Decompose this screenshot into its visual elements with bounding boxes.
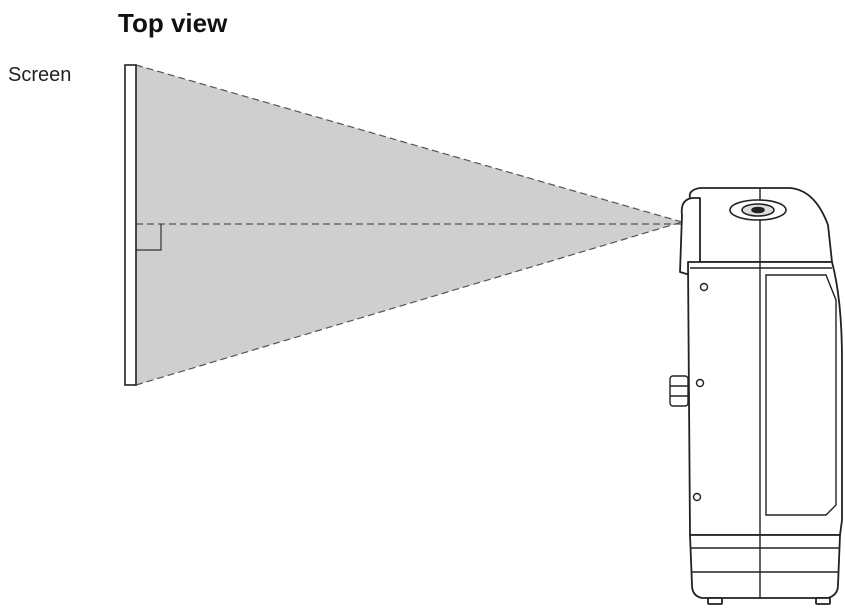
diagram-title: Top view — [118, 8, 228, 38]
projector-details — [669, 188, 840, 598]
beam-edge-bottom — [135, 221, 683, 386]
projector-icon — [679, 187, 843, 605]
beam-edge-top — [135, 64, 683, 223]
screen-label: Screen — [8, 64, 72, 86]
lens-icon — [729, 199, 787, 221]
right-angle-marker — [136, 224, 162, 251]
projection-beam — [136, 65, 682, 385]
screen — [124, 64, 137, 386]
